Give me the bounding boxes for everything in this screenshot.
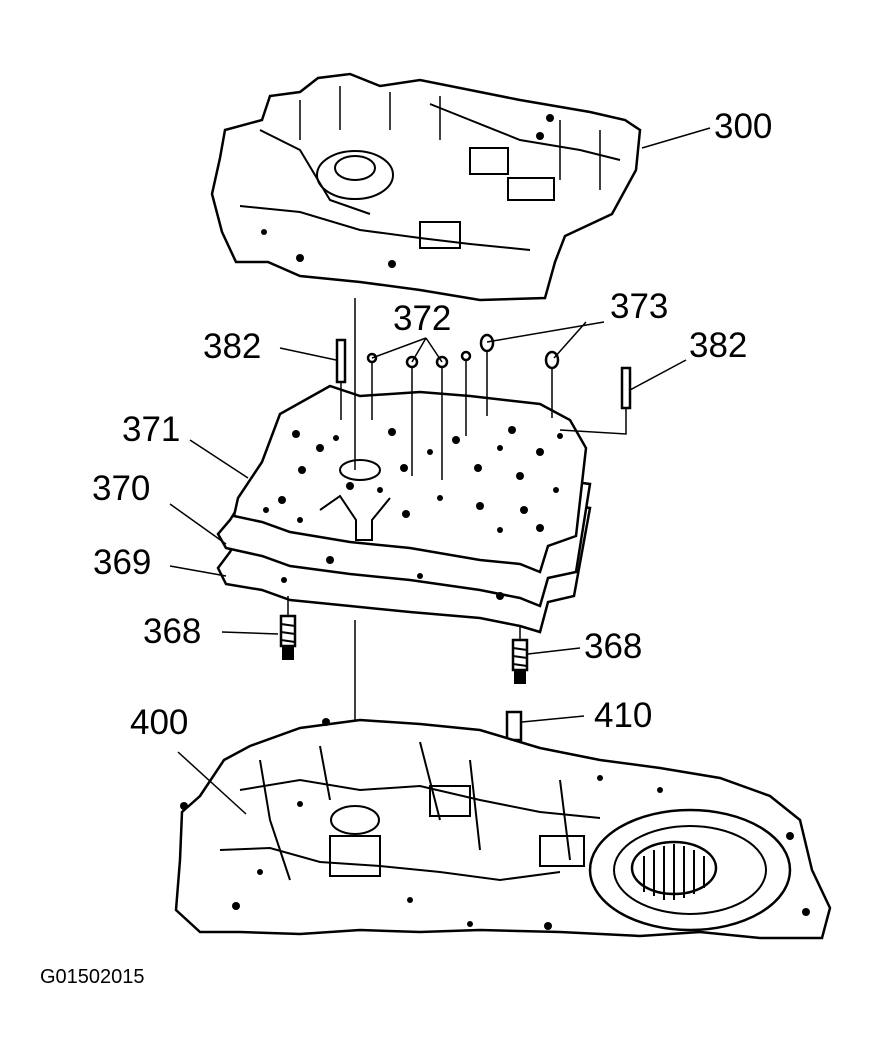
plate-holes (263, 426, 563, 600)
callout-382-right: 382 (689, 326, 747, 365)
callout-373: 373 (610, 287, 668, 326)
spacer-plate-371 (232, 384, 588, 600)
transmission-case-400 (174, 718, 832, 940)
upper-valve-body-300 (210, 72, 642, 302)
callout-371: 371 (122, 410, 180, 449)
bolt-382-right (559, 366, 632, 435)
callout-372: 372 (393, 299, 451, 338)
leader-lines (169, 127, 711, 815)
callout-300: 300 (714, 107, 772, 146)
figure-id: G01502015 (40, 966, 145, 988)
callout-368-right: 368 (584, 627, 642, 666)
callout-369: 369 (93, 543, 151, 582)
screw-368-right (511, 626, 529, 684)
callout-400: 400 (130, 703, 188, 742)
bolt-382-left (335, 338, 347, 420)
callout-382-left: 382 (203, 327, 261, 366)
callout-410: 410 (594, 696, 652, 735)
screw-368-left (279, 596, 297, 660)
callout-368-left: 368 (143, 612, 201, 651)
callout-370: 370 (92, 469, 150, 508)
